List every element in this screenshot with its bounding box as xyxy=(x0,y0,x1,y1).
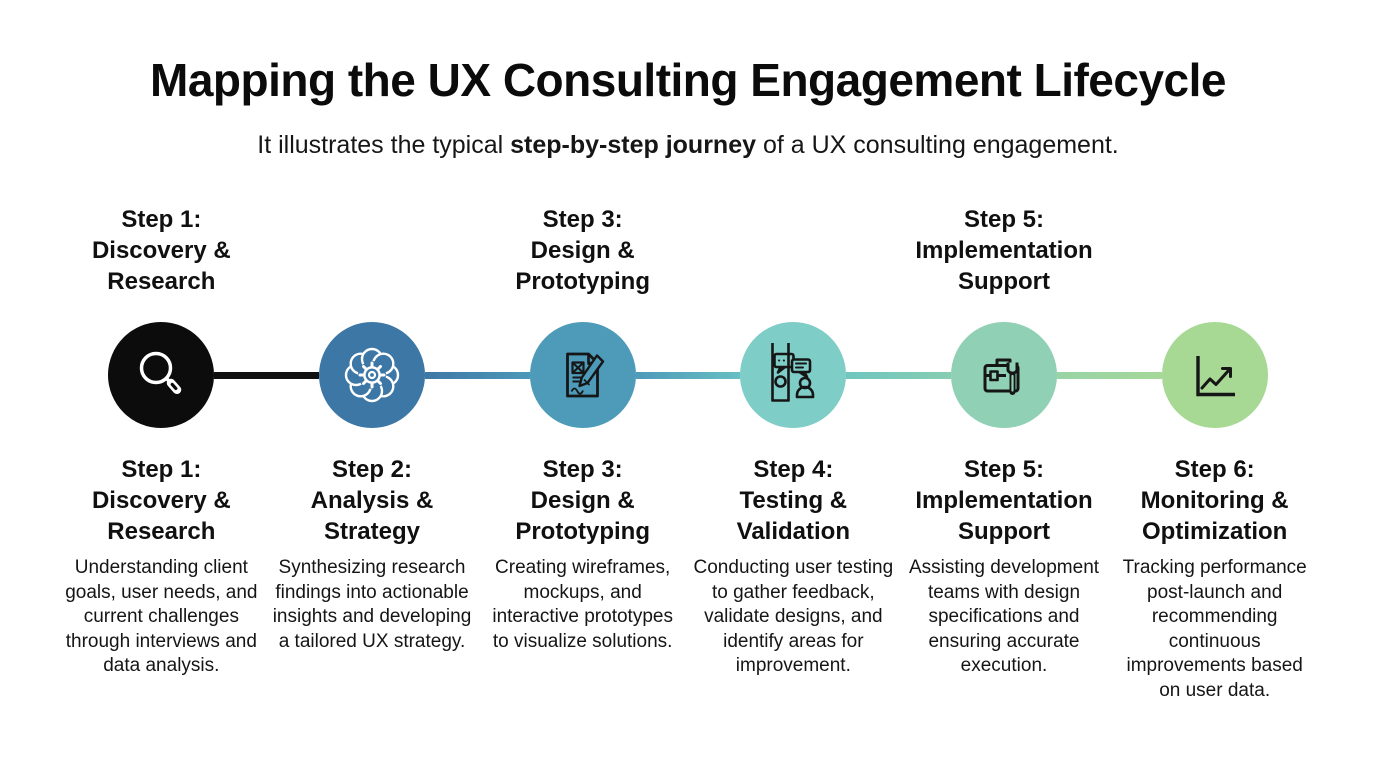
document-pen-icon xyxy=(565,352,604,398)
brain-gear-icon xyxy=(344,347,399,403)
timeline xyxy=(56,322,1320,428)
step-2-cell: Step 2: Analysis & Strategy Synthesizing… xyxy=(267,454,478,703)
connector-1-2 xyxy=(214,371,319,379)
step-5-node xyxy=(951,322,1058,428)
connector-2-3 xyxy=(424,371,530,379)
connector-3-4 xyxy=(635,371,741,379)
page-title: Mapping the UX Consulting Engagement Lif… xyxy=(150,54,1227,106)
step-6-description: Tracking performance post-launch and rec… xyxy=(1122,557,1307,701)
step-3-description: Creating wireframes, mockups, and intera… xyxy=(492,557,673,652)
step-5-description: Assisting development teams with design … xyxy=(908,557,1100,676)
magnifying-glass-icon xyxy=(139,351,182,395)
step-2-description: Synthesizing research findings into acti… xyxy=(272,557,472,652)
top-label-step-1: Step 1: Discovery & Research xyxy=(91,206,231,295)
top-label-step-3: Step 3: Design & Prototyping xyxy=(515,206,650,295)
step-5-heading: Step 5: Implementation Support xyxy=(915,456,1093,545)
step-1-description: Understanding client goals, user needs, … xyxy=(65,557,258,676)
connector-4-5 xyxy=(846,371,952,379)
page-subtitle: It illustrates the typical step-by-step … xyxy=(0,130,1376,160)
step-5-cell: Step 5: Implementation Support Assisting… xyxy=(899,454,1110,703)
step-1-cell: Step 1: Discovery & Research Understandi… xyxy=(56,454,267,703)
step-6-cell: Step 6: Monitoring & Optimization Tracki… xyxy=(1109,454,1320,703)
subtitle-prefix: It illustrates the typical xyxy=(257,131,511,159)
step-1-heading: Step 1: Discovery & Research xyxy=(91,456,231,545)
step-4-description: Conducting user testing to gather feedba… xyxy=(693,557,894,676)
subtitle-suffix: of a UX consulting engagement. xyxy=(756,131,1119,159)
step-2-heading: Step 2: Analysis & Strategy xyxy=(310,456,434,545)
step-4-heading: Step 4: Testing & Validation xyxy=(736,456,850,545)
bottom-labels-row: Step 1: Discovery & Research Understandi… xyxy=(56,454,1320,703)
toolbox-wrench-icon xyxy=(983,358,1020,395)
step-3-heading: Step 3: Design & Prototyping xyxy=(515,456,650,545)
step-2-node xyxy=(318,322,425,428)
step-3-cell: Step 3: Design & Prototyping Creating wi… xyxy=(477,454,688,703)
subtitle-bold-phrase: step-by-step journey xyxy=(510,131,757,159)
step-4-cell: Step 4: Testing & Validation Conducting … xyxy=(688,454,899,703)
connector-5-6 xyxy=(1057,371,1162,379)
step-1-node xyxy=(108,322,214,428)
top-labels-row: Step 1: Discovery & Research Step 3: Des… xyxy=(56,204,1320,300)
chat-people-icon xyxy=(771,343,815,402)
top-label-step-5: Step 5: Implementation Support xyxy=(915,206,1093,295)
step-6-heading: Step 6: Monitoring & Optimization xyxy=(1140,456,1289,545)
step-4-node xyxy=(740,322,847,428)
step-3-node xyxy=(529,322,636,428)
step-6-node xyxy=(1161,322,1268,428)
growth-chart-icon xyxy=(1196,356,1235,397)
